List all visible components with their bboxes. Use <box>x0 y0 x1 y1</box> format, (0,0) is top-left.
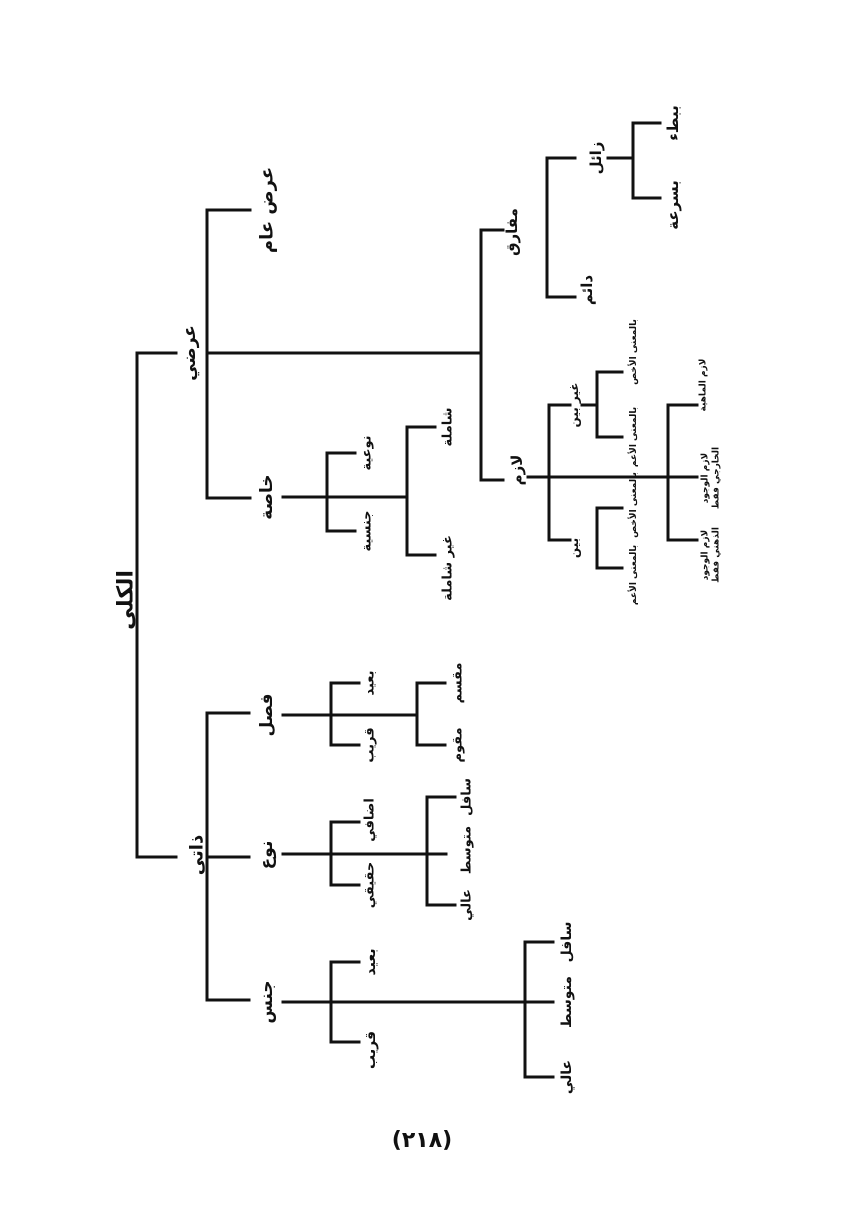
genus-label: جنس <box>257 980 277 1023</box>
differentia-divider-label: مقسم <box>451 663 466 704</box>
quiddity-necessary-label: لازم الماهية <box>699 359 709 412</box>
genus-level-lower: سافل <box>559 922 575 963</box>
differentia-far-label: بعيد <box>363 670 378 695</box>
fast-label: بسرعة <box>664 180 682 230</box>
differentia-label: فصل <box>257 693 277 736</box>
evident-general-label: بالمعنى الأعم <box>627 545 639 605</box>
inseparable-label: لازم <box>508 455 526 486</box>
genus-level-upper: عالي <box>559 1060 575 1094</box>
essential-label: ذاتي <box>187 835 208 875</box>
species-label: نوع <box>257 841 277 870</box>
accidental-label: عرضي <box>180 325 200 381</box>
species-real-label: حقيقي <box>363 862 378 909</box>
differentia-constitutive-label: مقوم <box>451 727 466 762</box>
species-level-lower: سافل <box>460 778 475 816</box>
property-specific-label: نوعية <box>360 435 375 470</box>
tree-connectors <box>135 121 699 1079</box>
non-evident-specific-label: بالمعنى الأخص <box>627 319 639 385</box>
property-noninclusive-label: غير شاملة <box>441 535 456 601</box>
genus-level-middle: متوسط <box>559 976 575 1028</box>
general-accident-label: عرض عام <box>257 167 278 253</box>
differentia-near-label: قريب <box>363 727 378 762</box>
species-level-middle: متوسط <box>460 826 475 874</box>
species-level-upper: عالي <box>460 889 475 921</box>
evident-specific-label: بالمعنى الأخص <box>627 472 639 538</box>
evident-label: بين <box>567 538 581 558</box>
transient-label: زائل <box>587 142 605 175</box>
species-relative-label: اضافي <box>363 798 378 842</box>
genus-near-label: قريب <box>363 1031 379 1069</box>
external-existence-necessary-label: لازم الوجودالخارجي فقط <box>701 447 722 509</box>
non-evident-label: غير بين <box>567 383 581 428</box>
genus-far-label: بعيد <box>363 949 379 976</box>
permanent-label: دائم <box>578 275 596 306</box>
separable-label: مفارق <box>503 208 521 256</box>
page-number: (٢١٨) <box>391 1128 453 1153</box>
mental-existence-necessary-label: لازم الوجودالذهني فقط <box>701 527 722 583</box>
root-label: الكلي <box>114 570 139 630</box>
non-evident-general-label: بالمعنى الأعم <box>627 407 639 467</box>
property-inclusive-label: شاملة <box>441 408 456 447</box>
property-label: خاصة <box>257 474 277 519</box>
slow-label: ببطء <box>664 105 682 141</box>
property-generic-label: جنسية <box>360 510 375 551</box>
